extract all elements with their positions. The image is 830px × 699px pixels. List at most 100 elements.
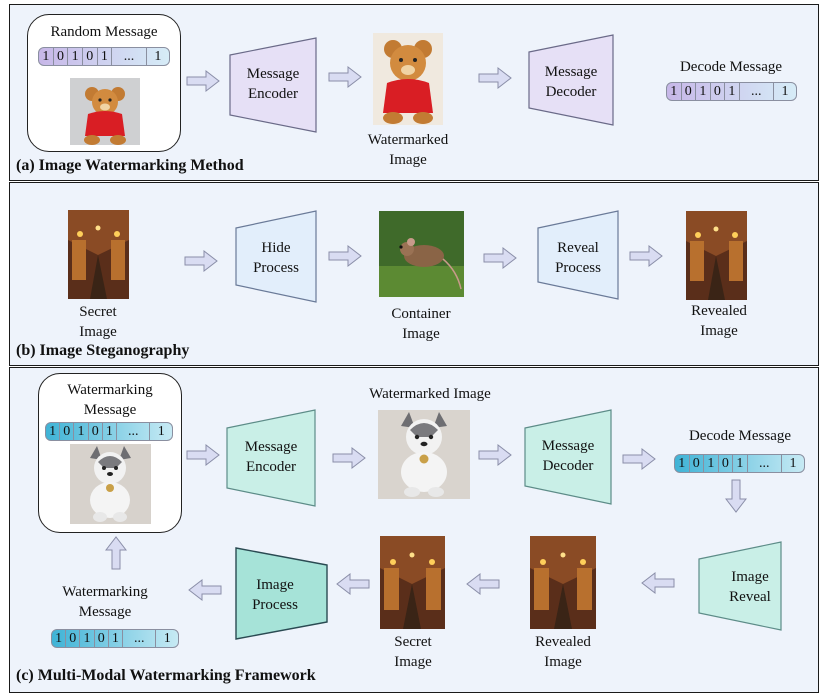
message-bit: 1 <box>157 424 165 439</box>
watermarked-a-line1: Watermarked <box>367 132 449 148</box>
message-bit: 0 <box>95 630 109 647</box>
down-arrow-icon <box>725 479 747 513</box>
encoder-c-line1: Message <box>244 439 298 455</box>
left-arrow-icon <box>336 573 370 595</box>
plush-husky-image <box>70 444 151 524</box>
message-bit: 0 <box>66 630 81 647</box>
secret-b-line1: Secret <box>79 304 117 320</box>
teddy-bear-image <box>70 78 140 145</box>
secret-b-line2: Image <box>79 324 117 340</box>
message-bit: ... <box>112 48 147 65</box>
decoder-a-line2: Decoder <box>545 84 597 100</box>
message-bit: ... <box>117 423 151 440</box>
message-bit: 0 <box>690 455 705 472</box>
panel-b-caption: (b) Image Steganography <box>16 342 190 359</box>
market-street-image <box>530 536 596 629</box>
message-bit: ... <box>740 83 774 100</box>
right-arrow-icon <box>332 447 366 469</box>
left-arrow-icon <box>466 573 500 595</box>
secret-c-line1: Secret <box>394 634 432 650</box>
decode-message-a-label: Decode Message <box>679 59 783 75</box>
reveal-line2: Process <box>555 260 601 276</box>
message-bit: 0 <box>83 48 98 65</box>
message-bit: 1 <box>733 455 748 472</box>
message-decoder-a <box>528 34 614 126</box>
message-bit: 0 <box>54 48 69 65</box>
message-bit: 0 <box>89 423 103 440</box>
hide-process <box>235 210 317 303</box>
image-reveal-line1: Image <box>731 569 769 585</box>
image-process <box>235 547 328 640</box>
encoder-a-line2: Encoder <box>248 86 298 102</box>
market-street-image <box>380 536 445 629</box>
container-line1: Container <box>391 306 451 322</box>
container-line2: Image <box>402 326 440 342</box>
message-bit: 1 <box>103 423 118 440</box>
message-bit: 1 <box>80 630 95 647</box>
message-bit: 1 <box>675 455 690 472</box>
revealed-c-line1: Revealed <box>535 634 591 650</box>
hide-line2: Process <box>253 260 299 276</box>
message-encoder-c <box>226 409 316 507</box>
message-bit: 1 <box>109 630 124 647</box>
message-bit: 0 <box>682 83 697 100</box>
up-arrow-icon <box>105 536 127 570</box>
message-decoder-c <box>524 409 612 505</box>
image-reveal-line2: Reveal <box>729 589 771 605</box>
right-arrow-icon <box>622 448 656 470</box>
message-bit: 1 <box>163 631 171 646</box>
message-bit: 1 <box>68 48 83 65</box>
right-arrow-icon <box>186 444 220 466</box>
decoder-c-line1: Message <box>541 438 595 454</box>
wm-msg-line1: Watermarking <box>67 382 153 398</box>
message-bit: 1 <box>74 423 89 440</box>
right-arrow-icon <box>186 70 220 92</box>
right-arrow-icon <box>478 444 512 466</box>
image-reveal <box>698 541 782 631</box>
message-encoder-a <box>229 37 317 133</box>
random-message-label: Random Message <box>50 24 158 40</box>
left-arrow-icon <box>641 572 675 594</box>
message-bit: 1 <box>704 455 719 472</box>
message-bit: 1 <box>52 630 67 647</box>
panel-a-caption: (a) Image Watermarking Method <box>16 157 244 174</box>
decoder-a-line1: Message <box>544 64 598 80</box>
message-bit: ... <box>748 455 782 472</box>
panel-c-caption: (c) Multi-Modal Watermarking Framework <box>16 667 316 684</box>
decode-message-c-label: Decode Message <box>688 428 792 444</box>
image-process-line1: Image <box>256 577 294 593</box>
hide-line1: Hide <box>261 240 291 256</box>
wm-msg-out-line1: Watermarking <box>62 584 148 600</box>
left-arrow-icon <box>188 579 222 601</box>
watermarked-a-line2: Image <box>389 152 427 168</box>
market-street-image <box>686 211 747 300</box>
message-bit: 0 <box>711 83 726 100</box>
decoder-c-line2: Decoder <box>542 458 594 474</box>
revealed-c-line2: Image <box>544 654 582 670</box>
message-bit: 1 <box>696 83 711 100</box>
message-bit: 1 <box>667 83 682 100</box>
right-arrow-icon <box>184 250 218 272</box>
message-bit: 1 <box>98 48 113 65</box>
message-bit: 0 <box>719 455 734 472</box>
revealed-b-line1: Revealed <box>691 303 747 319</box>
revealed-b-line2: Image <box>700 323 738 339</box>
right-arrow-icon <box>328 66 362 88</box>
message-bit: 0 <box>60 423 75 440</box>
teddy-bear-image <box>373 33 443 125</box>
right-arrow-icon <box>483 247 517 269</box>
wm-msg-out-line2: Message <box>78 604 132 620</box>
message-bit: ... <box>123 630 157 647</box>
right-arrow-icon <box>328 245 362 267</box>
mouse-image <box>379 211 464 297</box>
message-bit: 1 <box>725 83 740 100</box>
encoder-c-line2: Encoder <box>246 459 296 475</box>
message-bit: 1 <box>781 84 789 99</box>
right-arrow-icon <box>629 245 663 267</box>
